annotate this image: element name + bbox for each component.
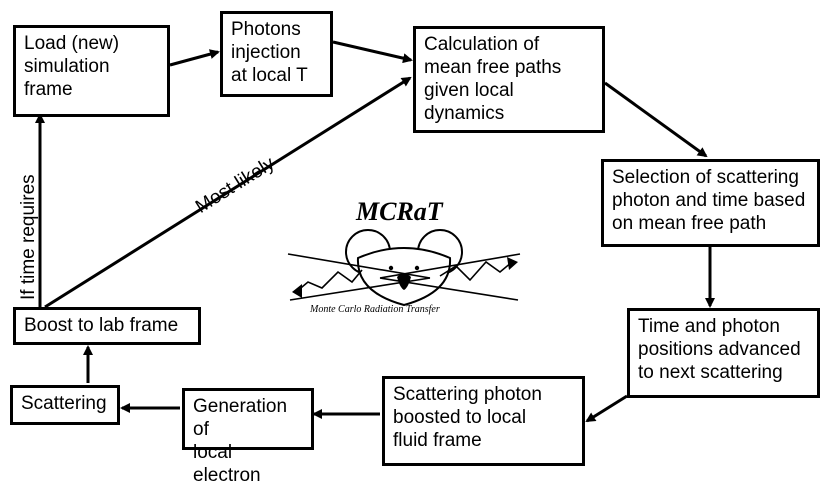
node-load-frame: Load (new) simulation frame bbox=[13, 25, 170, 117]
arrow-load-to-injection bbox=[169, 49, 220, 67]
arrow-time-to-scatterboost bbox=[585, 394, 628, 423]
logo-zigzag-left bbox=[295, 269, 363, 293]
logo-nose bbox=[397, 273, 411, 290]
node-scattering-label: Scattering bbox=[21, 393, 107, 414]
flowchart: Load (new) simulation frame Photons inje… bbox=[10, 11, 820, 486]
logo-subtitle: Monte Carlo Radiation Transfer bbox=[310, 304, 440, 315]
node-selection-label: Selection of scattering photon and time … bbox=[612, 167, 806, 234]
logo-zigzag-right bbox=[439, 260, 513, 282]
node-generation: Generation of local electron bbox=[182, 388, 314, 486]
logo-title: MCRaT bbox=[356, 197, 443, 226]
node-scattering-boost: Scattering photon boosted to local fluid… bbox=[382, 376, 585, 466]
arrow-mfp-to-selection bbox=[604, 81, 708, 158]
node-scattering: Scattering bbox=[10, 385, 120, 425]
logo-arrowhead-left bbox=[292, 284, 302, 298]
node-time-advance-label: Time and photon positions advanced to ne… bbox=[638, 316, 801, 383]
node-photons-injection-label: Photons injection at local T bbox=[231, 19, 308, 86]
arrow-injection-to-mfp bbox=[332, 40, 413, 64]
node-generation-label: Generation of local electron bbox=[193, 396, 288, 486]
logo-right-eye bbox=[414, 265, 420, 271]
node-mean-free-paths: Calculation of mean free paths given loc… bbox=[413, 26, 605, 133]
node-scattering-boost-label: Scattering photon boosted to local fluid… bbox=[393, 384, 542, 451]
edge-label-if-time: If time requires bbox=[18, 174, 39, 300]
node-photons-injection: Photons injection at local T bbox=[220, 11, 333, 97]
node-time-advance: Time and photon positions advanced to ne… bbox=[627, 308, 820, 398]
arrow-boost-to-mfp bbox=[44, 76, 412, 309]
logo-arrowhead-right bbox=[507, 257, 518, 270]
node-mean-free-paths-label: Calculation of mean free paths given loc… bbox=[424, 34, 562, 124]
connector-arrows bbox=[35, 40, 715, 423]
node-boost-lab: Boost to lab frame bbox=[13, 307, 201, 345]
node-boost-lab-label: Boost to lab frame bbox=[24, 315, 179, 336]
node-selection: Selection of scattering photon and time … bbox=[601, 159, 820, 247]
logo-left-eye bbox=[388, 265, 394, 271]
node-load-frame-label: Load (new) simulation frame bbox=[24, 33, 120, 100]
